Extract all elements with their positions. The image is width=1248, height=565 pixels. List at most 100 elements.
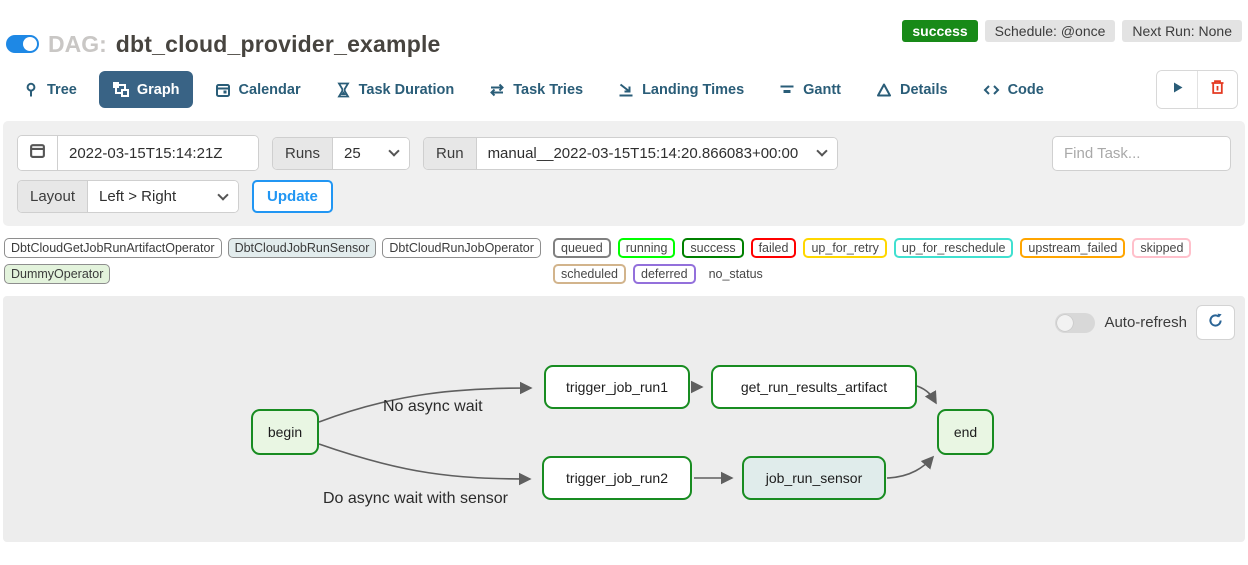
dag-prefix-label: DAG: bbox=[48, 30, 107, 57]
runs-count-select[interactable]: 25 bbox=[333, 137, 410, 169]
execution-date-input[interactable] bbox=[58, 136, 258, 170]
task-node-end[interactable]: end bbox=[937, 409, 994, 455]
operator-badge: DbtCloudRunJobOperator bbox=[382, 238, 541, 258]
runs-group: Runs 25 bbox=[272, 136, 411, 170]
gantt-icon bbox=[779, 82, 795, 98]
view-tabs: Tree Graph Calendar Task Duration Task T… bbox=[0, 64, 1248, 119]
next-run-badge: Next Run: None bbox=[1122, 20, 1242, 42]
chevron-down-icon bbox=[388, 145, 400, 157]
calendar-icon bbox=[215, 82, 231, 98]
dag-title: dbt_cloud_provider_example bbox=[115, 30, 441, 57]
auto-refresh-toggle[interactable] bbox=[1055, 312, 1096, 333]
auto-refresh-label: Auto-refresh bbox=[1104, 314, 1187, 331]
execution-date-group bbox=[17, 135, 259, 171]
operator-badge: DbtCloudJobRunSensor bbox=[227, 238, 377, 258]
edge-label-do-async: Do async wait with sensor bbox=[323, 490, 508, 507]
status-badge: scheduled bbox=[553, 264, 626, 284]
tab-label: Tree bbox=[47, 81, 77, 98]
layout-select[interactable]: Left > Right bbox=[88, 181, 239, 212]
trash-icon bbox=[1210, 79, 1225, 100]
status-badge: upstream_failed bbox=[1020, 238, 1126, 258]
status-badge: failed bbox=[750, 238, 797, 258]
tree-icon bbox=[23, 82, 39, 98]
task-node-job-run-sensor[interactable]: job_run_sensor bbox=[742, 456, 886, 500]
update-button[interactable]: Update bbox=[252, 180, 333, 213]
tab-task-tries[interactable]: Task Tries bbox=[476, 72, 596, 108]
run-label: Run bbox=[424, 137, 477, 169]
find-task-input[interactable] bbox=[1052, 135, 1231, 171]
operator-badge: DbtCloudGetJobRunArtifactOperator bbox=[4, 238, 222, 258]
status-badge: up_for_reschedule bbox=[893, 238, 1014, 258]
toggle-knob bbox=[1057, 314, 1074, 331]
graph-canvas: Auto-refresh begin trigger_job_run1 get_… bbox=[3, 296, 1245, 542]
triangle-icon bbox=[876, 82, 892, 98]
dag-edges bbox=[318, 380, 937, 486]
tab-label: Calendar bbox=[238, 81, 301, 98]
task-node-trigger-job-run1[interactable]: trigger_job_run1 bbox=[544, 365, 690, 409]
status-badge: deferred bbox=[633, 264, 696, 284]
status-badge: success bbox=[682, 238, 744, 258]
task-node-get-run-results-artifact[interactable]: get_run_results_artifact bbox=[711, 365, 917, 409]
tab-calendar[interactable]: Calendar bbox=[202, 72, 314, 108]
chevron-down-icon bbox=[815, 145, 828, 157]
tab-label: Gantt bbox=[803, 81, 841, 98]
task-node-begin[interactable]: begin bbox=[251, 409, 319, 455]
edge-label-no-async: No async wait bbox=[383, 398, 483, 415]
status-badge: success bbox=[902, 20, 978, 42]
tab-details[interactable]: Details bbox=[863, 72, 961, 108]
status-badge: skipped bbox=[1132, 238, 1192, 258]
runs-label: Runs bbox=[273, 137, 334, 169]
schedule-badge: Schedule: @once bbox=[984, 20, 1116, 42]
tab-label: Task Duration bbox=[358, 81, 455, 98]
layout-group: Layout Left > Right bbox=[17, 180, 240, 213]
chevron-down-icon bbox=[217, 188, 229, 201]
graph-controls: Auto-refresh bbox=[1055, 305, 1235, 340]
run-group: Run manual__2022-03-15T15:14:20.866083+0… bbox=[423, 136, 838, 170]
tab-gantt[interactable]: Gantt bbox=[766, 72, 854, 108]
legend: DbtCloudGetJobRunArtifactOperator DbtClo… bbox=[0, 226, 1248, 288]
tab-tree[interactable]: Tree bbox=[10, 72, 90, 108]
dag-run-value: manual__2022-03-15T15:14:20.866083+00:00 bbox=[487, 144, 799, 162]
filter-row-1: Runs 25 Run manual__2022-03-15T15:14:20.… bbox=[17, 135, 1231, 171]
dag-header: DAG: dbt_cloud_provider_example success … bbox=[0, 0, 1248, 64]
code-icon bbox=[983, 82, 1000, 98]
tab-code[interactable]: Code bbox=[970, 72, 1057, 108]
status-badge: up_for_retry bbox=[803, 238, 887, 258]
status-badge: running bbox=[617, 238, 676, 258]
status-badge: queued bbox=[553, 238, 611, 258]
tab-task-duration[interactable]: Task Duration bbox=[323, 72, 468, 108]
date-picker-button[interactable] bbox=[18, 136, 58, 170]
status-legend: queued running success failed up_for_ret… bbox=[553, 238, 1244, 284]
tab-label: Task Tries bbox=[513, 81, 584, 98]
tab-label: Code bbox=[1007, 81, 1044, 98]
refresh-button[interactable] bbox=[1196, 305, 1235, 340]
header-badges: success Schedule: @once Next Run: None bbox=[902, 20, 1242, 42]
dag-actions bbox=[1156, 70, 1238, 109]
dag-pause-toggle[interactable] bbox=[6, 35, 39, 53]
trigger-dag-button[interactable] bbox=[1157, 71, 1197, 108]
tab-label: Landing Times bbox=[642, 81, 745, 98]
runs-count-value: 25 bbox=[344, 144, 361, 162]
status-badge: no_status bbox=[708, 267, 763, 281]
delete-dag-button[interactable] bbox=[1197, 71, 1237, 108]
layout-label: Layout bbox=[18, 181, 89, 212]
operator-badge: DummyOperator bbox=[4, 264, 111, 284]
play-icon bbox=[1170, 80, 1185, 100]
refresh-icon bbox=[1207, 312, 1224, 334]
tab-label: Graph bbox=[136, 81, 180, 98]
graph-icon bbox=[112, 81, 129, 98]
plane-landing-icon bbox=[618, 82, 634, 98]
layout-value: Left > Right bbox=[99, 188, 177, 205]
dag-run-select[interactable]: manual__2022-03-15T15:14:20.866083+00:00 bbox=[476, 137, 837, 169]
task-node-trigger-job-run2[interactable]: trigger_job_run2 bbox=[542, 456, 692, 500]
tab-label: Details bbox=[900, 81, 948, 98]
hourglass-icon bbox=[336, 82, 351, 98]
calendar-icon bbox=[29, 142, 46, 164]
repeat-icon bbox=[489, 82, 505, 98]
filter-row-2: Layout Left > Right Update bbox=[17, 180, 1231, 213]
tab-landing-times[interactable]: Landing Times bbox=[605, 72, 757, 108]
toggle-knob bbox=[23, 37, 37, 51]
operator-legend: DbtCloudGetJobRunArtifactOperator DbtClo… bbox=[4, 238, 553, 284]
filter-panel: Runs 25 Run manual__2022-03-15T15:14:20.… bbox=[3, 121, 1245, 226]
tab-graph[interactable]: Graph bbox=[98, 71, 193, 108]
